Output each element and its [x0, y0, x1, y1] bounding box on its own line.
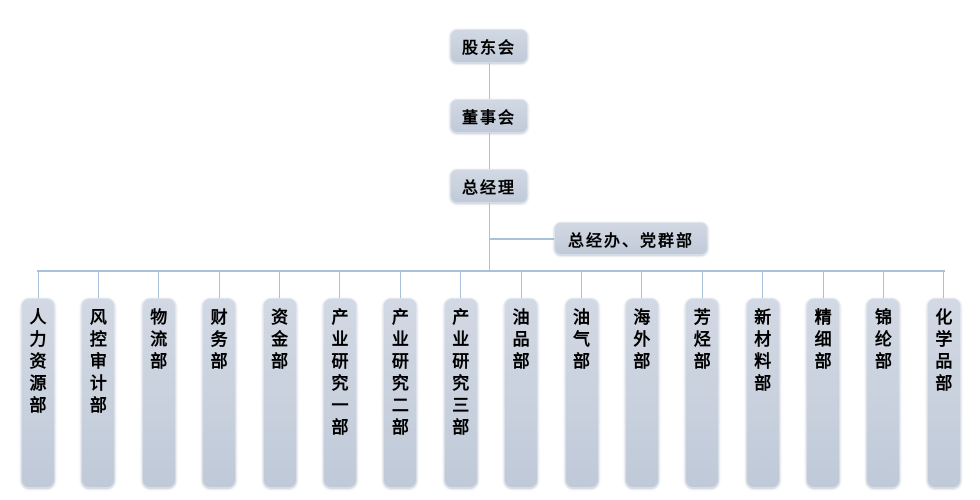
connector-drop-line: [701, 271, 703, 298]
connector-drop-line: [822, 271, 824, 298]
org-node-department-13: 新材料部: [745, 298, 780, 488]
org-node-department-8: 产业研究三部: [443, 298, 478, 488]
department-column: 化学品部: [926, 271, 961, 491]
org-node-department-3: 物流部: [141, 298, 176, 488]
department-column: 人力资源部: [21, 271, 55, 491]
org-node-department-14: 精细部: [806, 298, 841, 488]
department-label: 产业研究三部: [452, 308, 470, 438]
connector-drop-line: [882, 271, 884, 298]
org-node-department-16: 化学品部: [926, 298, 961, 488]
org-node-board-of-directors: 董事会: [450, 99, 528, 133]
department-label: 锦纶部: [874, 308, 892, 372]
connector-drop-line: [399, 271, 401, 298]
org-node-label: 股东会: [461, 38, 516, 57]
connector-drop-line: [37, 271, 39, 298]
org-node-department-5: 资金部: [262, 298, 297, 488]
department-column: 资金部: [262, 271, 297, 491]
department-label: 化学品部: [935, 308, 953, 394]
department-label: 风控审计部: [89, 308, 107, 416]
department-column: 油气部: [564, 271, 599, 491]
department-column: 海外部: [624, 271, 659, 491]
connector-drop-line: [158, 271, 160, 298]
org-node-general-manager: 总经理: [450, 169, 528, 203]
org-node-department-7: 产业研究二部: [383, 298, 418, 488]
connector-drop-line: [460, 271, 462, 298]
department-label: 产业研究一部: [331, 308, 349, 438]
department-label: 资金部: [271, 308, 289, 372]
department-label: 新材料部: [754, 308, 772, 394]
department-column: 物流部: [141, 271, 176, 491]
connector-drop-line: [641, 271, 643, 298]
department-label: 芳烃部: [693, 308, 711, 372]
org-node-label: 董事会: [461, 108, 516, 127]
connector-drop-line: [581, 271, 583, 298]
connector-line-vertical: [488, 63, 490, 99]
department-column: 精细部: [806, 271, 841, 491]
department-column: 油品部: [504, 271, 539, 491]
org-node-department-1: 人力资源部: [21, 298, 55, 488]
org-node-department-10: 油气部: [564, 298, 599, 488]
org-node-department-6: 产业研究一部: [322, 298, 357, 488]
department-column: 芳烃部: [685, 271, 720, 491]
department-label: 人力资源部: [29, 308, 47, 416]
org-node-shareholders: 股东会: [450, 29, 528, 63]
connector-drop-line: [279, 271, 281, 298]
department-label: 精细部: [814, 308, 832, 372]
department-column: 财务部: [202, 271, 237, 491]
connector-line-vertical: [488, 203, 490, 271]
org-node-label: 总经办、党群部: [567, 230, 694, 250]
org-node-department-12: 芳烃部: [685, 298, 720, 488]
department-row: 人力资源部 风控审计部 物流部 财务部 资金部: [21, 271, 961, 491]
department-label: 财务部: [210, 308, 228, 372]
connector-line-bus: [37, 270, 945, 272]
department-label: 海外部: [633, 308, 651, 372]
connector-drop-line: [97, 271, 99, 298]
connector-drop-line: [943, 271, 945, 298]
connector-drop-line: [218, 271, 220, 298]
org-node-department-4: 财务部: [202, 298, 237, 488]
connector-drop-line: [762, 271, 764, 298]
department-label: 油气部: [573, 308, 591, 372]
org-node-department-9: 油品部: [504, 298, 539, 488]
connector-drop-line: [520, 271, 522, 298]
org-node-gm-office-party-group: 总经办、党群部: [554, 222, 708, 255]
department-column: 锦纶部: [866, 271, 901, 491]
connector-drop-line: [339, 271, 341, 298]
department-label: 物流部: [150, 308, 168, 372]
org-node-department-15: 锦纶部: [866, 298, 901, 488]
department-column: 产业研究二部: [383, 271, 418, 491]
department-column: 产业研究三部: [443, 271, 478, 491]
department-label: 产业研究二部: [391, 308, 409, 438]
org-node-department-11: 海外部: [624, 298, 659, 488]
department-column: 新材料部: [745, 271, 780, 491]
org-node-label: 总经理: [461, 178, 516, 197]
connector-line-vertical: [488, 133, 490, 169]
connector-line-branch: [489, 238, 554, 240]
department-label: 油品部: [512, 308, 530, 372]
department-column: 产业研究一部: [322, 271, 357, 491]
department-column: 风控审计部: [81, 271, 116, 491]
org-node-department-2: 风控审计部: [81, 298, 116, 488]
